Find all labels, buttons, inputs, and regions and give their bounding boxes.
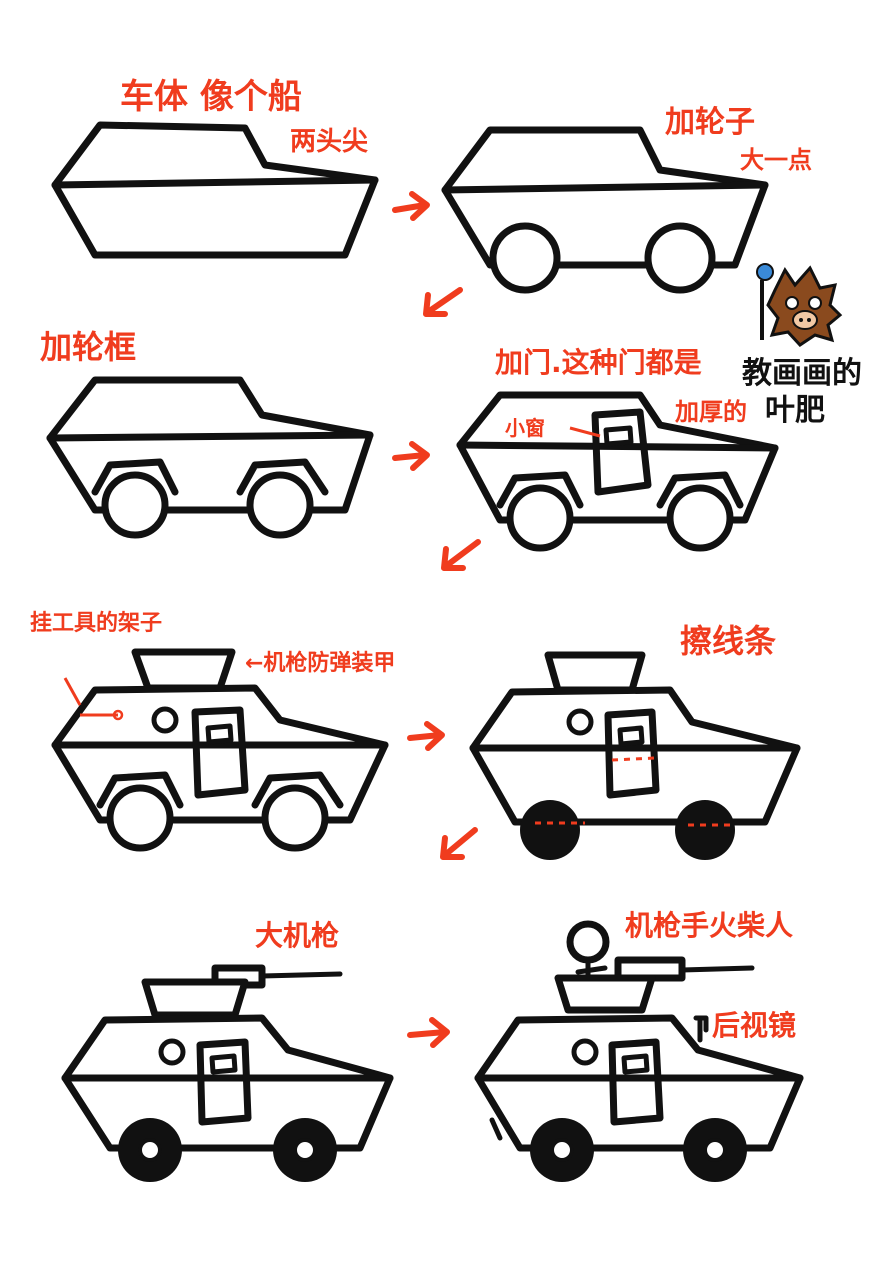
step-4-note: 加厚的 (675, 398, 747, 426)
arrow-down-left-icon (441, 539, 481, 571)
arrow-right-icon (392, 191, 430, 221)
step-1-note: 两头尖 (290, 127, 368, 157)
step-3: 加轮框 (40, 328, 374, 539)
arrow-right-icon (407, 1017, 450, 1048)
author-line-1: 教画画的 (742, 356, 862, 391)
step-6: 擦线条 (469, 622, 801, 860)
arrow-down-left-icon (423, 287, 463, 317)
step-2: 加轮子 大一点 (441, 105, 812, 294)
arrow-right-icon (407, 721, 445, 751)
step-5: 挂工具的架子 ←机枪防弹装甲 (30, 610, 395, 852)
boar-mascot-icon (756, 263, 843, 347)
arrow-right-icon (392, 441, 430, 471)
arrow-down-left-icon (440, 827, 478, 860)
step-4-pointer: 小窗 (505, 416, 545, 440)
hull-drawing (51, 121, 379, 259)
author-line-2: 叶肥 (765, 393, 825, 428)
step-7-label: 大机枪 (255, 919, 339, 952)
step-4-label: 加门.这种门都是 (495, 346, 702, 379)
step-4: 加门.这种门都是 加厚的 小窗 (456, 346, 779, 552)
step-5-label-right: ←机枪防弹装甲 (245, 650, 395, 676)
step-8: 机枪手火柴人 后视镜 (474, 909, 804, 1182)
step-6-label: 擦线条 (680, 622, 776, 660)
step-8-label: 机枪手火柴人 (625, 909, 793, 942)
step-3-label: 加轮框 (40, 328, 136, 366)
step-8-note: 后视镜 (712, 1009, 796, 1042)
step-7: 大机枪 (61, 919, 394, 1182)
step-2-label: 加轮子 (665, 105, 755, 140)
step-1-label: 车体 像个船 (120, 77, 302, 117)
step-5-label-left: 挂工具的架子 (30, 610, 162, 636)
step-1: 车体 像个船 两头尖 (51, 77, 379, 259)
hull-midline (51, 176, 379, 189)
step-2-note: 大一点 (740, 146, 812, 174)
